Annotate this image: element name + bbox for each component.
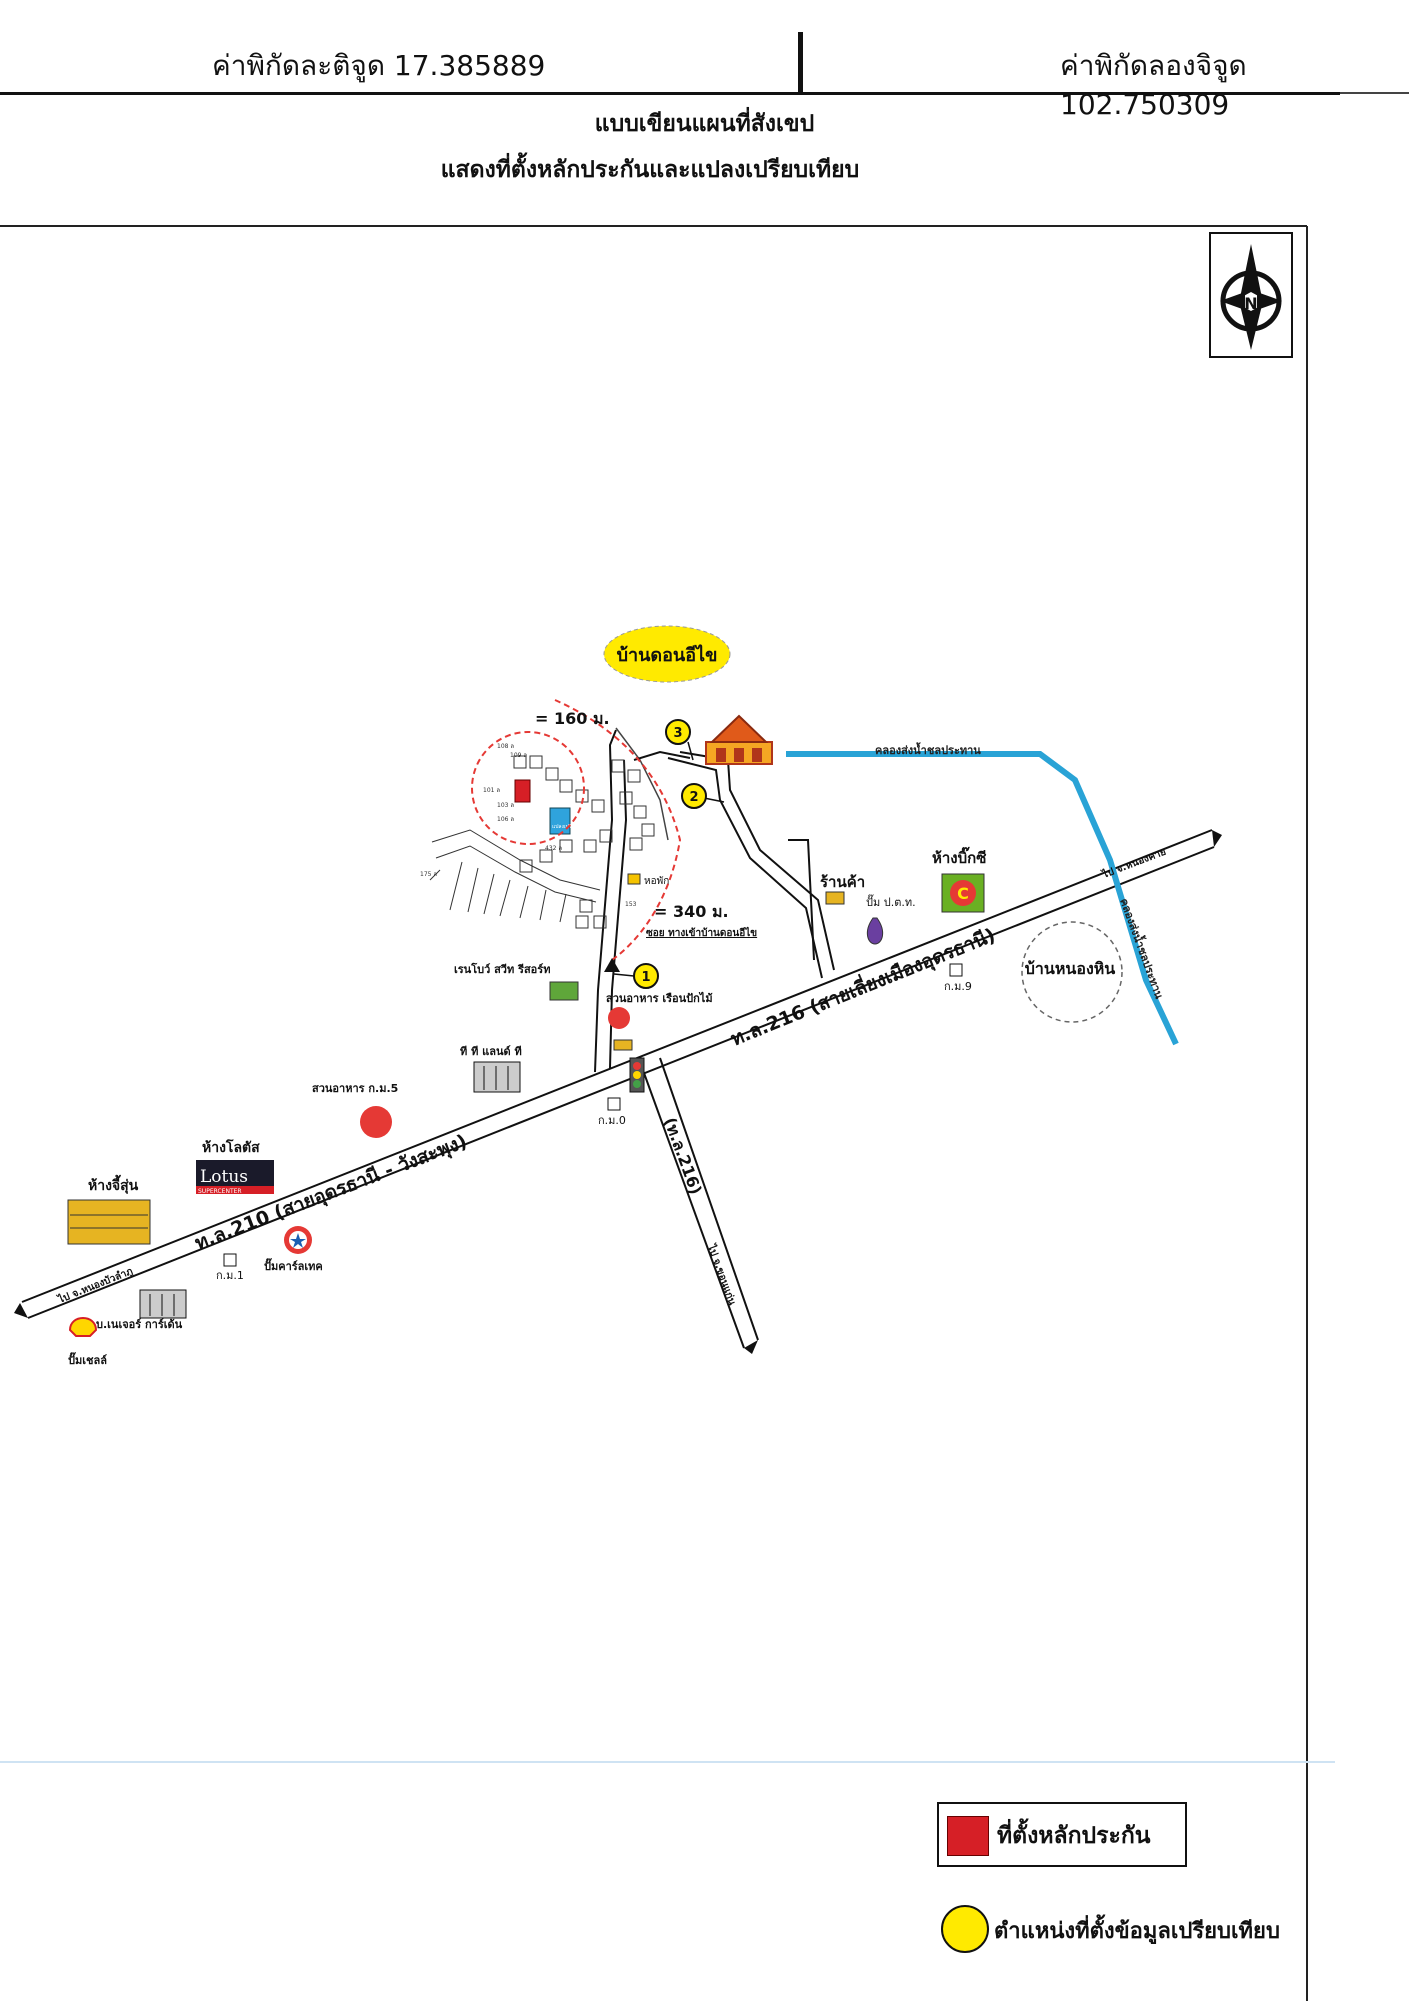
svg-text:ที ที แลนด์ ที: ที ที แลนด์ ที (460, 1045, 522, 1058)
traffic-light-icon (629, 1057, 645, 1093)
plot-labels: 108 ล 109 ล 101 ล 103 ล 106 ล 432 ล 153 … (420, 743, 637, 908)
collateral-lot (514, 779, 531, 803)
svg-text:ปั๊มคาร์ลเทค: ปั๊มคาร์ลเทค (264, 1258, 323, 1273)
big-c-icon: ห้างบิ๊กซี C (932, 846, 986, 913)
comparison-swatch (941, 1905, 989, 1953)
svg-text:ก.ม.9: ก.ม.9 (944, 980, 972, 993)
legend-collateral: ที่ตั้งหลักประกัน (937, 1802, 1187, 1867)
map-frame (0, 225, 1335, 2001)
rainbow-resort-icon: เรนโบว์ สวีท รีสอร์ท (454, 962, 579, 1001)
svg-text:SUPERCENTER: SUPERCENTER (198, 1188, 242, 1195)
svg-text:106 ล: 106 ล (497, 816, 514, 823)
svg-text:ห้างจี้สุ่น: ห้างจี้สุ่น (88, 1174, 139, 1194)
comparison-lot (549, 807, 571, 835)
south-highway (639, 1057, 759, 1354)
comparison-lot-label: แปลงเปรียบเทียบ (552, 823, 589, 830)
header-rule (0, 92, 1340, 95)
km9-milestone: ก.ม.9 (944, 963, 972, 993)
svg-text:103 ล: 103 ล (497, 802, 514, 809)
map-subtitle: แสดงที่ตั้งหลักประกันและแปลงเปรียบเทียบ (440, 157, 860, 183)
svg-text:ปั๊ม ป.ต.ท.: ปั๊ม ป.ต.ท. (866, 894, 916, 909)
latitude-label: ค่าพิกัดละติจูด 17.385889 (212, 49, 546, 82)
svg-text:175 ล: 175 ล (420, 871, 437, 878)
svg-text:3: 3 (673, 726, 682, 741)
village-road-arrow (604, 958, 620, 972)
distance-340-label: = 340 ม. (654, 902, 729, 921)
svg-text:108 ล: 108 ล (497, 743, 514, 750)
svg-text:1: 1 (641, 970, 650, 985)
soi-entrance-label: ซอย ทางเข้าบ้านดอนอีไข (646, 926, 757, 939)
collateral-legend-label: ที่ตั้งหลักประกัน (997, 1823, 1151, 1849)
shell-station-icon: ปั๊มเชลล์ (68, 1317, 107, 1367)
main-highway (14, 829, 1222, 1319)
svg-text:101 ล: 101 ล (483, 787, 500, 794)
map-title: แบบเขียนแผนที่สังเขป (594, 111, 815, 137)
north-letter: N (1244, 294, 1257, 313)
svg-text:เรนโบว์ สวีท รีสอร์ท: เรนโบว์ สวีท รีสอร์ท (454, 962, 550, 976)
km5-restaurant-icon: สวนอาหาร ก.ม.5 (312, 1082, 398, 1138)
ptt-station-icon: ปั๊ม ป.ต.ท. (866, 894, 916, 945)
svg-text:ร้านค้า: ร้านค้า (820, 873, 865, 891)
coordinate-header: ค่าพิกัดละติจูด 17.385889 ค่าพิกัดลองจิจ… (0, 0, 1409, 121)
canal-top-label: คลองส่งน้ำชลประทาน (875, 742, 981, 757)
restaurant-icon: สวนอาหาร เรือนปักไม้ (606, 991, 713, 1051)
comparison-marker-2: 2 (681, 783, 725, 809)
to-khonkaen-label: ไป จ.ขอนแก่น (705, 1242, 739, 1307)
lotus-icon: ห้างโลตัส Lotus SUPERCENTER (196, 1138, 274, 1195)
road-216-south-label: (ท.ล.216) (660, 1115, 705, 1197)
svg-text:153: 153 (625, 901, 637, 908)
comparison-legend-label: ตำแหน่งที่ตั้งข้อมูลเปรียบเทียบ (994, 1919, 1280, 1944)
shop-icon: ร้านค้า (820, 873, 865, 905)
svg-text:Lotus: Lotus (200, 1167, 248, 1187)
svg-text:ห้างโลตัส: ห้างโลตัส (202, 1138, 260, 1156)
svg-text:บ้านหนองหิน: บ้านหนองหิน (1025, 959, 1116, 978)
header-rule-right (1340, 92, 1409, 94)
canal-right-label: คลองส่งน้ำชลประทาน (1117, 896, 1167, 1001)
svg-text:ก.ม.0: ก.ม.0 (598, 1114, 626, 1127)
comparison-marker-3: 3 (665, 719, 694, 761)
dorm-icon: หอพัก (627, 873, 669, 887)
svg-text:หอพัก: หอพัก (644, 876, 669, 887)
temple-icon (705, 714, 773, 765)
collateral-swatch (947, 1816, 989, 1856)
radius-160-circle (471, 731, 585, 845)
svg-text:2: 2 (689, 790, 698, 805)
village-top-badge: บ้านดอนอีไข (603, 625, 731, 683)
caltex-station-icon: ปั๊มคาร์ลเทค (264, 1226, 323, 1273)
svg-text:ก.ม.1: ก.ม.1 (216, 1269, 244, 1282)
jisun-store-icon: ห้างจี้สุ่น (67, 1174, 151, 1245)
header-divider (798, 32, 803, 94)
village-plots (429, 755, 655, 929)
tt-land-icon: ที ที แลนด์ ที (460, 1045, 522, 1093)
nature-garden-icon: บ.เนเจอร์ การ์เด้น (96, 1289, 187, 1331)
to-nongbualamphu-label: ไป จ.หนองบัวลำภู (55, 1264, 135, 1307)
svg-text:สวนอาหาร ก.ม.5: สวนอาหาร ก.ม.5 (312, 1082, 398, 1095)
svg-text:บ้านดอนอีไข: บ้านดอนอีไข (617, 644, 718, 666)
svg-text:C: C (957, 884, 969, 903)
svg-text:สวนอาหาร เรือนปักไม้: สวนอาหาร เรือนปักไม้ (606, 991, 713, 1005)
comparison-marker-1: 1 (613, 963, 659, 989)
svg-text:ปั๊มเชลล์: ปั๊มเชลล์ (68, 1352, 107, 1367)
distance-160-label: = 160 ม. (535, 709, 610, 728)
svg-text:บ.เนเจอร์ การ์เด้น: บ.เนเจอร์ การ์เด้น (96, 1318, 183, 1331)
km0-milestone: ก.ม.0 (598, 1097, 626, 1127)
svg-text:109 ล: 109 ล (510, 752, 527, 759)
svg-text:432 ล: 432 ล (545, 845, 562, 852)
svg-text:ห้างบิ๊กซี: ห้างบิ๊กซี (932, 846, 986, 867)
radius-340-arc (554, 699, 682, 961)
km1-milestone: ก.ม.1 (216, 1253, 244, 1282)
village-right: บ้านหนองหิน (1021, 921, 1123, 1023)
north-arrow-icon: N (1209, 232, 1293, 358)
